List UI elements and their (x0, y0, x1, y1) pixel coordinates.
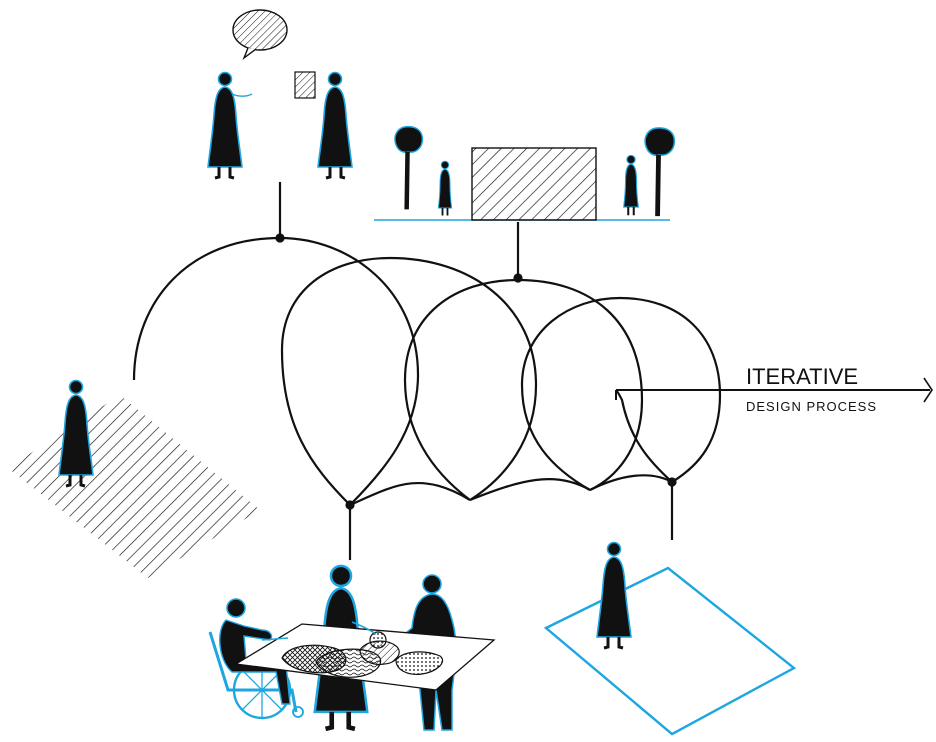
label-subtitle: DESIGN PROCESS (746, 399, 877, 414)
scene-workshop (208, 566, 496, 730)
hatched-site-icon (471, 147, 597, 221)
person-icon (437, 160, 453, 217)
arrow (615, 377, 933, 403)
person-icon (597, 543, 631, 649)
loop-3 (403, 278, 644, 501)
scene-conversation (208, 9, 352, 179)
label-title: ITERATIVE (746, 364, 858, 389)
tree-icon (394, 125, 424, 211)
person-icon (57, 378, 95, 488)
iteration-loops (132, 236, 722, 507)
speech-bubble-icon (232, 9, 288, 61)
scene-site (374, 125, 676, 221)
person-icon (208, 73, 242, 179)
loop-2 (280, 256, 538, 506)
loop-4 (520, 296, 722, 491)
arrow-right-icon (923, 377, 933, 403)
person-icon (622, 154, 640, 217)
person-icon (318, 73, 352, 179)
scene-field (8, 378, 260, 578)
loop-1 (132, 236, 420, 506)
connectors (275, 182, 677, 560)
scene-plot (543, 543, 797, 736)
tree-icon (644, 126, 676, 218)
site-plan-map-icon (234, 623, 496, 691)
